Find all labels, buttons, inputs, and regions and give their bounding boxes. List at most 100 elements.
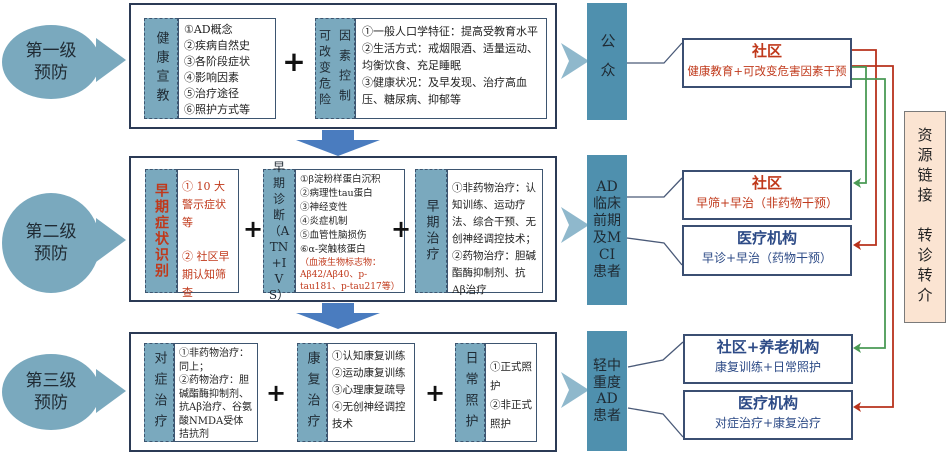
arrowhead-green-community xyxy=(853,178,861,188)
level3-target-text: 轻中重度AD患者 xyxy=(593,358,621,424)
early-diagnosis-text: 早期诊断（ATN+IVS） xyxy=(268,160,290,302)
early-symptom-list: ① 10 大警示症状等 ② 社区早期认知筛查 xyxy=(177,169,239,299)
list-item: ⑥照护方式等 xyxy=(184,103,250,116)
dest-subtitle: 康复训练+日常照护 xyxy=(714,360,822,374)
health-education-list: ①AD概念 ②疾病自然史 ③各阶段症状 ④影响因素 ⑤治疗途径 ⑥照护方式等 xyxy=(178,18,276,119)
rehabilitation-list: ①认知康复训练 ②运动康复训练 ③心理康复疏导 ④无创神经调控技术 xyxy=(327,343,415,442)
early-diagnosis-label: 早期诊断（ATN+IVS） xyxy=(263,160,295,302)
list-item: ②运动康复训练 xyxy=(332,367,406,379)
biomarker-note: （血液生物标志物：Aβ42/Aβ40、p-tau181、p-tau217等） xyxy=(300,258,400,292)
level1-target-text: 公众 xyxy=(598,32,617,91)
dest-medical-symptomatic: 医疗机构 对症治疗+康复治疗 xyxy=(683,390,853,440)
level3-bubble: 第三级预防 xyxy=(2,354,100,430)
list-item: ①非药物治疗：认知训练、运动疗法、综合干预、无创神经调控技术； xyxy=(452,182,536,245)
level2-target-text: AD临床前期及MCI患者 xyxy=(592,179,622,280)
list-item: ②非正式照护 xyxy=(490,399,532,430)
level1-label-line2: 预防 xyxy=(34,63,68,83)
level3-panel: 对症治疗 ①非药物治疗：同上； ②药物治疗：胆碱酯酶抑制剂、抗Aβ治疗、谷氨酸N… xyxy=(129,332,557,452)
early-symptom-label: 早期症状识别 xyxy=(145,169,177,293)
list-item: ①β淀粉样蛋白沉积 xyxy=(300,174,381,185)
level1-bubble: 第一级预防 xyxy=(2,25,100,99)
connector-mci-medical xyxy=(626,237,683,266)
rehabilitation-text: 康复治疗 xyxy=(304,350,320,435)
list-item: ②疾病自然史 xyxy=(184,39,250,52)
arrowhead-green-elderly xyxy=(853,343,861,353)
level3-target-ad-patients: 轻中重度AD患者 xyxy=(587,331,627,451)
dest-community-elderly-care: 社区+养老机构 康复训练+日常照护 xyxy=(683,334,853,384)
plus-icon: + xyxy=(424,379,446,407)
list-item: ②药物治疗：胆碱酯酶抑制剂、抗Aβ治疗、谷氨酸NMDA受体拮抗剂 xyxy=(179,375,253,440)
level3-bubble-tail xyxy=(96,369,126,413)
list-item: ③健康状况：及早发现、治疗高血压、糖尿病、抑郁等 xyxy=(362,76,527,106)
level2-bubble-tail xyxy=(96,218,126,262)
list-item: ③各阶段症状 xyxy=(184,55,250,68)
dest-title: 医疗机构 xyxy=(737,394,798,412)
rehabilitation-label: 康复治疗 xyxy=(297,343,327,442)
list-item: ① 10 大警示症状等 xyxy=(182,180,226,229)
arrowhead-red-medical xyxy=(853,240,861,250)
arrowhead-red-medical-3 xyxy=(853,402,861,412)
list-item: ⑥α-突触核蛋白 xyxy=(300,244,366,255)
list-item: ③神经变性 xyxy=(300,202,348,213)
list-item: ①非药物治疗：同上； xyxy=(179,348,249,373)
symptomatic-treatment-text: 对症治疗 xyxy=(151,350,167,435)
health-education-label: 健康宣教 xyxy=(144,18,178,119)
health-education-text: 健康宣教 xyxy=(153,30,169,107)
dest-medical-early-diagnosis: 医疗机构 早诊+早治（药物干预） xyxy=(682,225,852,276)
level1-bubble-tail xyxy=(96,38,126,82)
risk-factor-list: ①一般人口学特征：提高受教育水平 ②生活方式：戒烟限酒、适量运动、均衡饮食、充足… xyxy=(355,18,547,119)
arrowheads xyxy=(853,178,861,412)
dest-title: 社区 xyxy=(751,174,782,192)
plus-icon: + xyxy=(390,215,412,243)
dest-title: 社区+养老机构 xyxy=(716,338,820,356)
referral-line-green-2 xyxy=(851,78,886,349)
dest-subtitle: 早诊+早治（药物干预） xyxy=(701,251,833,265)
list-item: ②药物治疗：胆碱酯酶抑制剂、抗Aβ治疗 xyxy=(452,250,536,296)
connector-public-community xyxy=(627,42,683,64)
early-symptom-text: 早期症状识别 xyxy=(153,183,169,279)
dest-community-health-education: 社区 健康教育+可改变危害因素干预 xyxy=(682,38,852,88)
connector-ad-medical xyxy=(627,407,684,438)
level1-target-public: 公众 xyxy=(587,3,627,120)
resource-referral-panel: 资源链接 转诊转介 xyxy=(904,111,946,323)
connector-ad-community xyxy=(627,341,684,368)
dest-title: 医疗机构 xyxy=(736,229,797,247)
level1-panel: 健康宣教 ①AD概念 ②疾病自然史 ③各阶段症状 ④影响因素 ⑤治疗途径 ⑥照护… xyxy=(129,3,557,129)
list-item: ①AD概念 xyxy=(184,23,233,36)
dest-title: 社区 xyxy=(751,42,782,60)
list-item: ④无创神经调控技术 xyxy=(332,401,406,430)
plus-icon: + xyxy=(265,379,287,407)
list-item: ② 社区早期认知筛查 xyxy=(182,250,230,299)
referral-line-red-2 xyxy=(851,65,894,408)
referral-line-green-1 xyxy=(851,66,867,184)
symptomatic-treatment-list: ①非药物治疗：同上； ②药物治疗：胆碱酯酶抑制剂、抗Aβ治疗、谷氨酸NMDA受体… xyxy=(174,343,258,442)
dest-community-early-screening: 社区 早筛+早治（非药物干预） xyxy=(682,170,852,220)
list-item: ①一般人口学特征：提高受教育水平 xyxy=(362,25,538,38)
resource-referral-text: 资源链接 转诊转介 xyxy=(915,127,934,307)
level1-label-line1: 第一级 xyxy=(25,41,77,61)
dest-subtitle: 对症治疗+康复治疗 xyxy=(714,416,822,430)
symptomatic-treatment-label: 对症治疗 xyxy=(144,343,174,442)
connector-mci-community xyxy=(627,177,683,198)
early-treatment-list: ①非药物治疗：认知训练、运动疗法、综合干预、无创神经调控技术； ②药物治疗：胆碱… xyxy=(447,169,543,296)
level2-target-preclinical-mci: AD临床前期及MCI患者 xyxy=(587,155,627,305)
referral-line-red-1 xyxy=(851,49,877,246)
risk-factor-label-col1: 可改变危险 xyxy=(317,28,332,109)
level2-bubble: 第二级预防 xyxy=(2,193,100,293)
daily-care-label: 日常照护 xyxy=(455,343,485,442)
list-item: ①认知康复训练 xyxy=(332,350,406,362)
level2-label-line2: 预防 xyxy=(34,244,68,264)
early-diagnosis-list: ①β淀粉样蛋白沉积 ②病理性tau蛋白 ③神经变性 ④炎症机制 ⑤血管性脑损伤 … xyxy=(295,169,405,293)
risk-factor-label: 可改变危险 因素控制 xyxy=(315,18,355,119)
daily-care-text: 日常照护 xyxy=(462,350,478,435)
level3-label-line1: 第三级 xyxy=(25,371,77,391)
level2-panel: 早期症状识别 ① 10 大警示症状等 ② 社区早期认知筛查 + 早期诊断（ATN… xyxy=(129,156,557,302)
list-item: ①正式照护 xyxy=(490,361,532,392)
list-item: ②生活方式：戒烟限酒、适量运动、均衡饮食、充足睡眠 xyxy=(362,42,538,72)
list-item: ④炎症机制 xyxy=(300,216,348,227)
list-item: ⑤治疗途径 xyxy=(184,87,239,100)
risk-factor-label-col2: 因素控制 xyxy=(337,28,352,109)
dest-subtitle: 健康教育+可改变危害因素干预 xyxy=(687,64,847,78)
early-treatment-text: 早期治疗 xyxy=(423,199,439,263)
